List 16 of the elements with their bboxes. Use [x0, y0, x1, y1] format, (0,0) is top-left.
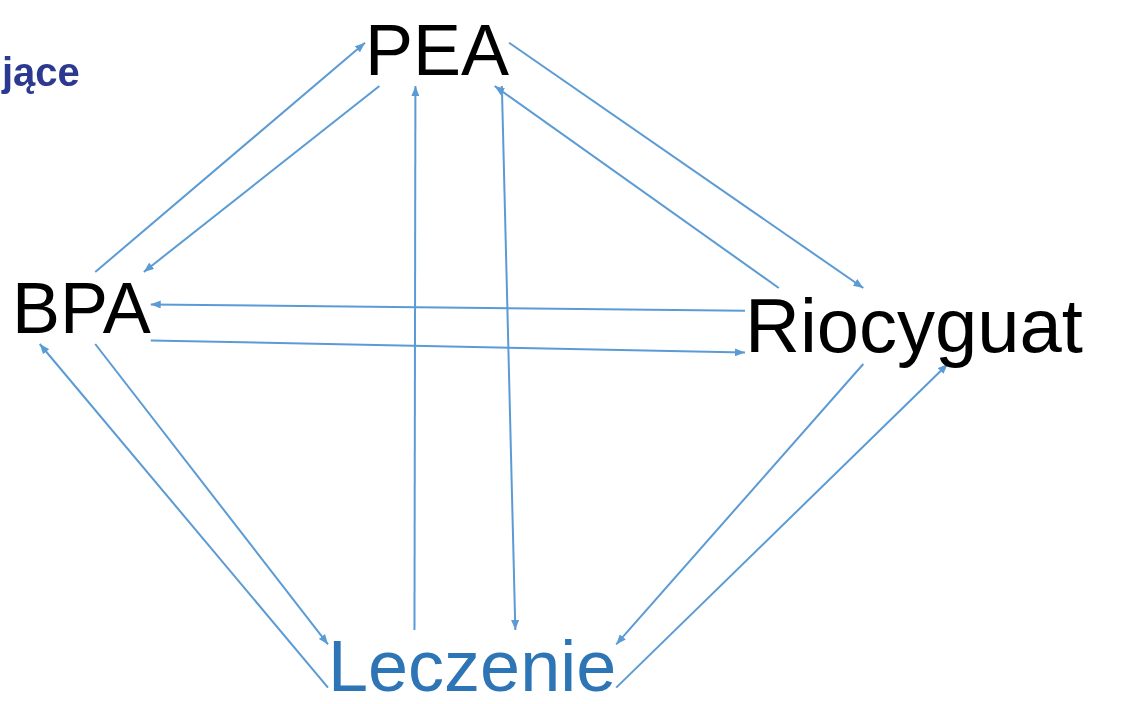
- arrow: [493, 85, 780, 289]
- arrow: [38, 343, 329, 689]
- node-label: Leczenie: [328, 630, 617, 702]
- arrow: [615, 363, 949, 689]
- node-label: PEA: [365, 14, 510, 86]
- arrow: [508, 41, 865, 289]
- arrow: [615, 363, 865, 646]
- arrow: [500, 85, 520, 631]
- arrow: [149, 339, 746, 357]
- node-label: BPA: [12, 272, 151, 344]
- arrow: [149, 300, 746, 312]
- arrow: [411, 85, 420, 631]
- arrow: [142, 85, 381, 273]
- arrow: [94, 41, 366, 273]
- heading-fragment: jące: [2, 52, 80, 92]
- arrow: [94, 343, 329, 646]
